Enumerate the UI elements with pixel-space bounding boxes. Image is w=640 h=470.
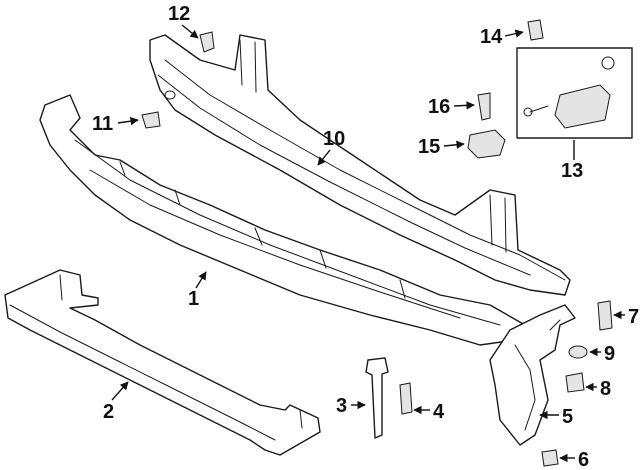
upper-reinforcement-beam[interactable] xyxy=(149,34,571,296)
svg-text:15: 15 xyxy=(418,136,440,158)
callout-12: 12 xyxy=(168,3,199,39)
bolt-7[interactable] xyxy=(597,300,613,331)
bolt-16[interactable] xyxy=(477,92,491,121)
svg-text:8: 8 xyxy=(600,378,611,400)
bracket-kit-inset[interactable] xyxy=(516,47,633,139)
svg-text:10: 10 xyxy=(323,128,345,150)
svg-text:7: 7 xyxy=(628,306,639,328)
svg-text:14: 14 xyxy=(480,26,503,48)
callout-15: 15 xyxy=(418,136,465,158)
svg-text:11: 11 xyxy=(92,113,113,135)
callout-4: 4 xyxy=(413,401,445,423)
callout-8: 8 xyxy=(585,378,611,400)
svg-text:16: 16 xyxy=(428,96,450,118)
nut-9[interactable] xyxy=(568,345,588,359)
callout-10: 10 xyxy=(317,128,345,166)
svg-text:5: 5 xyxy=(562,406,573,428)
svg-text:2: 2 xyxy=(103,401,114,423)
callout-3: 3 xyxy=(336,395,366,417)
callout-9: 9 xyxy=(589,343,615,365)
callout-11: 11 xyxy=(92,113,139,135)
callout-13: 13 xyxy=(561,140,583,182)
callout-16: 16 xyxy=(428,96,475,118)
svg-text:4: 4 xyxy=(433,401,445,423)
clip-8[interactable] xyxy=(565,372,585,393)
callout-7: 7 xyxy=(613,306,639,328)
svg-text:13: 13 xyxy=(561,160,583,182)
callout-14: 14 xyxy=(480,26,524,48)
vertical-bracket[interactable] xyxy=(365,357,389,439)
lower-support-bar[interactable] xyxy=(4,269,321,456)
screw-14[interactable] xyxy=(527,19,544,41)
svg-text:9: 9 xyxy=(604,343,615,365)
svg-text:6: 6 xyxy=(578,449,589,470)
side-bracket[interactable] xyxy=(489,304,576,446)
callout-6: 6 xyxy=(559,449,589,470)
bolt-4[interactable] xyxy=(399,382,413,415)
bolt-6[interactable] xyxy=(541,449,559,467)
svg-text:3: 3 xyxy=(336,395,347,417)
bolt-11[interactable] xyxy=(141,111,161,129)
clip-nut[interactable] xyxy=(467,129,506,159)
svg-text:1: 1 xyxy=(188,288,199,310)
callout-2: 2 xyxy=(103,381,129,423)
callout-5: 5 xyxy=(539,406,573,428)
callout-1: 1 xyxy=(188,271,207,310)
svg-text:12: 12 xyxy=(168,3,190,25)
bolt-12[interactable] xyxy=(199,31,215,53)
